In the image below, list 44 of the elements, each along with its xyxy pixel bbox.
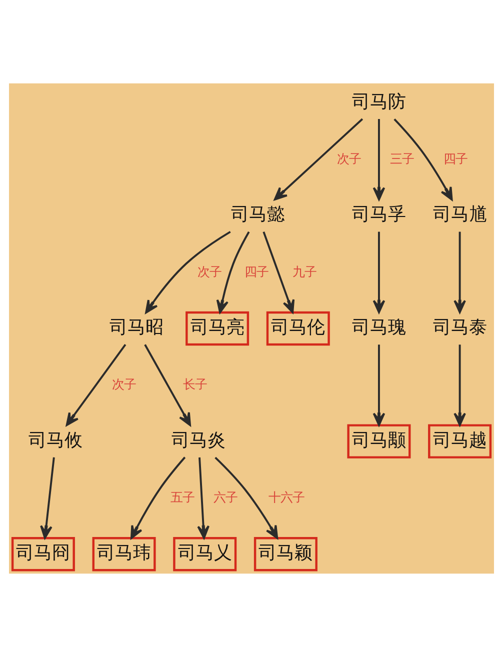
edge-label: 四子 [442, 150, 467, 166]
node-text: 司马孚 [351, 204, 406, 225]
node-box: 司马冏 [10, 536, 74, 571]
node-text: 司马泰 [432, 317, 486, 338]
node-text: 司马炎 [171, 430, 226, 450]
arrow [393, 118, 452, 200]
arrow [453, 231, 466, 313]
arrow [453, 344, 466, 426]
arrow [214, 456, 278, 538]
arrow [65, 344, 126, 426]
node-box: 司马伦 [266, 310, 330, 346]
edge-label: 十六子 [268, 488, 304, 504]
edge-label: 四子 [244, 263, 268, 278]
arrow [144, 230, 230, 313]
arrow [144, 344, 190, 426]
arrow [262, 230, 294, 313]
node-text: 司马瑰 [351, 317, 406, 338]
arrow [216, 230, 250, 313]
arrow [372, 118, 385, 200]
node-box: 司马亮 [185, 310, 249, 346]
arrow [196, 456, 210, 538]
arrow [130, 456, 186, 539]
arrow [40, 456, 54, 538]
arrow [372, 344, 385, 426]
edge-label: 次子 [112, 376, 136, 392]
edge-label: 九子 [292, 263, 316, 278]
node-box: 司马颙 [346, 424, 410, 458]
node-text: 司马攸 [28, 430, 82, 450]
node-text: 司马馗 [432, 204, 486, 225]
edge-label: 长子 [182, 376, 207, 392]
edge-label: 五子 [170, 488, 194, 504]
edge-label: 六子 [212, 488, 237, 504]
node-box: 司马乂 [172, 536, 236, 571]
arrow [372, 231, 385, 313]
edge-label: 次子 [336, 150, 360, 166]
node-text: 司马昭 [108, 317, 163, 338]
node-text: 司马防 [351, 92, 406, 112]
edge-label: 三子 [390, 150, 414, 166]
node-box: 司马越 [428, 424, 492, 458]
node-text: 司马懿 [230, 204, 285, 225]
node-box: 司马玮 [92, 536, 156, 571]
arrow [273, 118, 363, 200]
edge-label: 次子 [196, 263, 221, 278]
node-box: 司马颖 [253, 536, 317, 571]
